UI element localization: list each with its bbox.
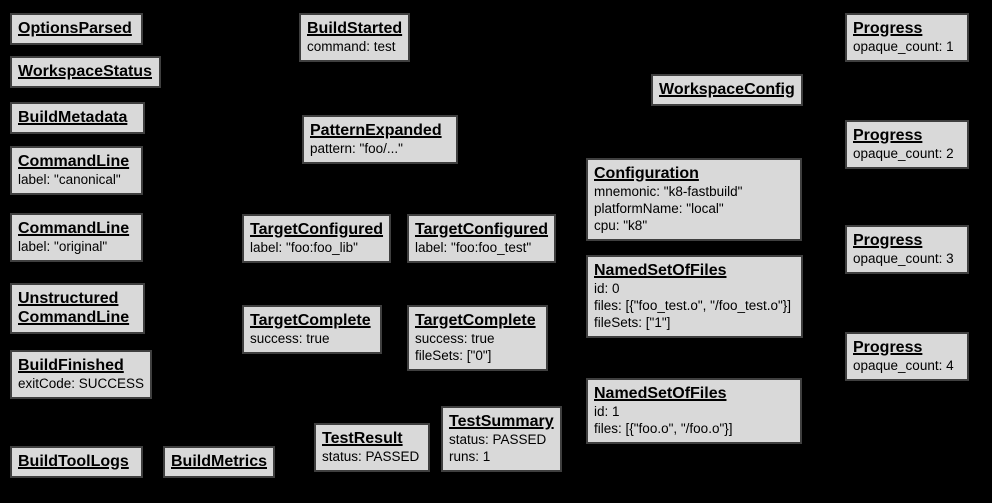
event-title: BuildStarted xyxy=(307,20,403,37)
event-detail: fileSets: ["0"] xyxy=(415,348,492,363)
event-detail: pattern: "foo/..." xyxy=(310,141,403,156)
event-detail: command: test xyxy=(307,39,396,54)
event-title: TestResult xyxy=(322,430,403,447)
event-title: NamedSetOfFiles xyxy=(594,385,727,402)
event-namedsetoffiles-0: NamedSetOfFiles id: 0 files: [{"foo_test… xyxy=(586,255,803,338)
event-configuration: Configuration mnemonic: "k8-fastbuild" p… xyxy=(586,158,802,241)
event-title: Progress xyxy=(853,339,923,356)
event-title: Progress xyxy=(853,232,923,249)
event-title: TargetConfigured xyxy=(250,221,384,238)
event-detail: files: [{"foo_test.o", "/foo_test.o"}] xyxy=(594,298,792,313)
event-title: Progress xyxy=(853,20,923,37)
event-buildfinished: BuildFinished exitCode: SUCCESS xyxy=(10,350,153,399)
event-title: BuildFinished xyxy=(18,357,124,374)
event-title: Configuration xyxy=(594,165,699,182)
event-title: TestSummary xyxy=(449,413,554,430)
event-detail: files: [{"foo.o", "/foo.o"}] xyxy=(594,421,733,436)
event-title: OptionsParsed xyxy=(18,20,132,37)
event-title: Progress xyxy=(853,127,923,144)
event-detail: label: "original" xyxy=(18,239,108,254)
event-buildtoollogs: BuildToolLogs xyxy=(10,446,143,478)
event-targetcomplete-foo-lib: TargetComplete success: true xyxy=(242,305,382,354)
event-detail: id: 1 xyxy=(594,404,620,419)
event-detail: runs: 1 xyxy=(449,449,491,464)
event-detail: cpu: "k8" xyxy=(594,218,648,233)
event-workspaceconfig: WorkspaceConfig xyxy=(651,74,803,106)
event-detail: success: true xyxy=(415,331,495,346)
event-detail: label: "foo:foo_test" xyxy=(415,240,532,255)
event-optionsparsed: OptionsParsed xyxy=(10,13,143,45)
event-title: BuildToolLogs xyxy=(18,453,129,470)
event-testresult: TestResult status: PASSED xyxy=(314,423,430,472)
event-title: PatternExpanded xyxy=(310,122,442,139)
event-progress-3: Progress opaque_count: 3 xyxy=(845,225,969,274)
event-title: Unstructured xyxy=(18,290,119,307)
event-detail: mnemonic: "k8-fastbuild" xyxy=(594,184,743,199)
event-title: TargetConfigured xyxy=(415,221,549,238)
event-title: TargetComplete xyxy=(250,312,371,329)
event-commandline-original: CommandLine label: "original" xyxy=(10,213,143,262)
event-progress-4: Progress opaque_count: 4 xyxy=(845,332,969,381)
event-detail: label: "foo:foo_lib" xyxy=(250,240,358,255)
event-workspacestatus: WorkspaceStatus xyxy=(10,56,161,88)
event-patternexpanded: PatternExpanded pattern: "foo/..." xyxy=(302,115,458,164)
event-namedsetoffiles-1: NamedSetOfFiles id: 1 files: [{"foo.o", … xyxy=(586,378,802,444)
event-targetconfigured-foo-test: TargetConfigured label: "foo:foo_test" xyxy=(407,214,557,263)
event-testsummary: TestSummary status: PASSED runs: 1 xyxy=(441,406,562,472)
event-title: WorkspaceStatus xyxy=(18,63,152,80)
event-detail: exitCode: SUCCESS xyxy=(18,376,145,391)
event-commandline-canonical: CommandLine label: "canonical" xyxy=(10,146,143,195)
event-detail: success: true xyxy=(250,331,330,346)
event-title: CommandLine xyxy=(18,220,130,237)
event-title: BuildMetrics xyxy=(171,453,268,470)
event-detail: fileSets: ["1"] xyxy=(594,315,671,330)
event-detail: opaque_count: 3 xyxy=(853,251,954,266)
event-title: TargetComplete xyxy=(415,312,536,329)
event-progress-1: Progress opaque_count: 1 xyxy=(845,13,969,62)
event-detail: status: PASSED xyxy=(449,432,547,447)
event-title: WorkspaceConfig xyxy=(659,81,795,98)
event-detail: label: "canonical" xyxy=(18,172,121,187)
event-detail: platformName: "local" xyxy=(594,201,724,216)
event-targetconfigured-foo-lib: TargetConfigured label: "foo:foo_lib" xyxy=(242,214,392,263)
event-detail: opaque_count: 2 xyxy=(853,146,954,161)
event-title: NamedSetOfFiles xyxy=(594,262,727,279)
event-targetcomplete-foo-test: TargetComplete success: true fileSets: [… xyxy=(407,305,548,371)
event-unstructuredcommandline: Unstructured CommandLine xyxy=(10,283,145,334)
event-title: CommandLine xyxy=(18,309,130,326)
event-buildstarted: BuildStarted command: test xyxy=(299,13,411,62)
event-title: BuildMetadata xyxy=(18,109,128,126)
event-progress-2: Progress opaque_count: 2 xyxy=(845,120,969,169)
event-title: CommandLine xyxy=(18,153,130,170)
event-buildmetrics: BuildMetrics xyxy=(163,446,276,478)
event-detail: opaque_count: 1 xyxy=(853,39,954,54)
event-buildmetadata: BuildMetadata xyxy=(10,102,145,134)
event-detail: opaque_count: 4 xyxy=(853,358,954,373)
event-detail: id: 0 xyxy=(594,281,620,296)
event-detail: status: PASSED xyxy=(322,449,420,464)
